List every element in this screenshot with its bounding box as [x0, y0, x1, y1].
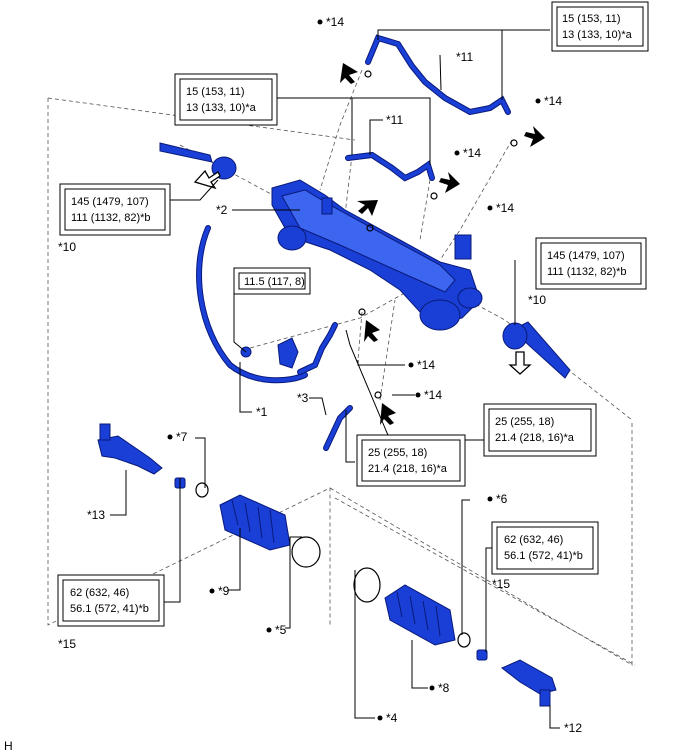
label-15-left: *15	[58, 637, 76, 651]
torque-value-alt: 13 (133, 10)*a	[562, 29, 633, 41]
part-labels: *14 *11 *14 *11 *14 *14 *2 *10 *10 *14 *…	[4, 15, 582, 753]
torque-value-alt: 56.1 (572, 41)*b	[504, 550, 583, 562]
tie-rod-arrows	[193, 169, 532, 375]
torque-value: 25 (255, 18)	[368, 447, 427, 459]
return-hose	[196, 225, 338, 384]
torque-value-alt: 111 (1132, 82)*b	[71, 212, 151, 224]
boot-clamp-left	[195, 482, 209, 498]
tie-rod-end-right	[501, 659, 557, 707]
boot-band-left	[291, 536, 321, 568]
torque-box-tie-rod-left: 145 (1479, 107) 111 (1132, 82)*b	[59, 183, 171, 236]
torque-value-alt: 111 (1132, 82)*b	[547, 266, 627, 278]
hose-guides	[249, 69, 513, 401]
non-reusable-dots	[167, 19, 541, 721]
rack-boot-right	[384, 584, 456, 646]
label-7: *7	[176, 430, 188, 444]
boot-clamp-right	[457, 632, 471, 648]
boot-band-right	[353, 567, 381, 603]
label-14-f: *14	[424, 388, 442, 402]
torque-value: 145 (1479, 107)	[71, 196, 149, 208]
label-15-right: *15	[492, 577, 510, 591]
torque-value-alt: 21.4 (218, 16)*a	[368, 463, 448, 475]
torque-box-lock-nut-left: 62 (632, 46) 56.1 (572, 41)*b	[57, 574, 165, 627]
label-11-lower: *11	[386, 113, 403, 127]
label-4: *4	[386, 711, 398, 725]
label-10-right: *10	[528, 293, 546, 307]
torque-box-union-left: 25 (255, 18) 21.4 (218, 16)*a	[356, 434, 466, 487]
torque-value: 15 (153, 11)	[186, 86, 245, 98]
torque-box-lock-nut-right: 62 (632, 46) 56.1 (572, 41)*b	[491, 521, 599, 575]
label-11-upper: *11	[456, 50, 473, 64]
pressure-tube-upper	[365, 34, 511, 116]
label-5: *5	[275, 623, 287, 637]
torque-box-union-right: 25 (255, 18) 21.4 (218, 16)*a	[483, 403, 597, 457]
return-tube-small	[323, 405, 353, 451]
torque-value-alt: 21.4 (218, 16)*a	[495, 432, 575, 444]
inner-tie-rod-left	[159, 142, 237, 180]
torque-box-bracket-bolt: 11.5 (117, 8)	[233, 267, 311, 295]
label-13: *13	[87, 508, 105, 522]
torque-value: 25 (255, 18)	[495, 416, 554, 428]
label-14-b: *14	[544, 94, 562, 108]
o-rings	[358, 70, 518, 399]
label-8: *8	[438, 681, 450, 695]
torque-value: 62 (632, 46)	[504, 534, 563, 546]
steering-rack-housing	[271, 179, 483, 331]
label-14-e: *14	[417, 358, 435, 372]
label-2: *2	[216, 203, 228, 217]
label-14-d: *14	[496, 201, 514, 215]
label-10-left: *10	[58, 240, 76, 254]
label-1: *1	[256, 405, 268, 419]
pressure-tube-lower	[345, 151, 435, 182]
torque-value: 145 (1479, 107)	[547, 250, 625, 262]
torque-box-top-right: 15 (153, 11) 13 (133, 10)*a	[551, 1, 649, 52]
label-12: *12	[564, 721, 582, 735]
inner-tie-rod-right	[502, 321, 571, 379]
label-3: *3	[297, 391, 309, 405]
leader-lines	[110, 29, 560, 729]
torque-value-alt: 13 (133, 10)*a	[186, 102, 257, 114]
label-6: *6	[496, 492, 508, 506]
o-ring-arrows	[340, 63, 545, 425]
torque-box-tie-rod-right: 145 (1479, 107) 111 (1132, 82)*b	[535, 237, 647, 290]
label-9: *9	[218, 584, 230, 598]
label-14-c: *14	[463, 146, 481, 160]
torque-value-alt: 56.1 (572, 41)*b	[70, 603, 149, 615]
torque-value: 62 (632, 46)	[70, 587, 129, 599]
torque-box-top-left: 15 (153, 11) 13 (133, 10)*a	[174, 73, 278, 126]
torque-value: 11.5 (117, 8)	[244, 276, 305, 288]
rack-boot-left	[219, 494, 291, 551]
label-14: *14	[326, 15, 344, 29]
tie-rod-end-left	[97, 423, 163, 475]
corner-code: H	[4, 739, 13, 753]
lock-nut-right	[476, 649, 488, 661]
torque-value: 15 (153, 11)	[562, 13, 621, 25]
